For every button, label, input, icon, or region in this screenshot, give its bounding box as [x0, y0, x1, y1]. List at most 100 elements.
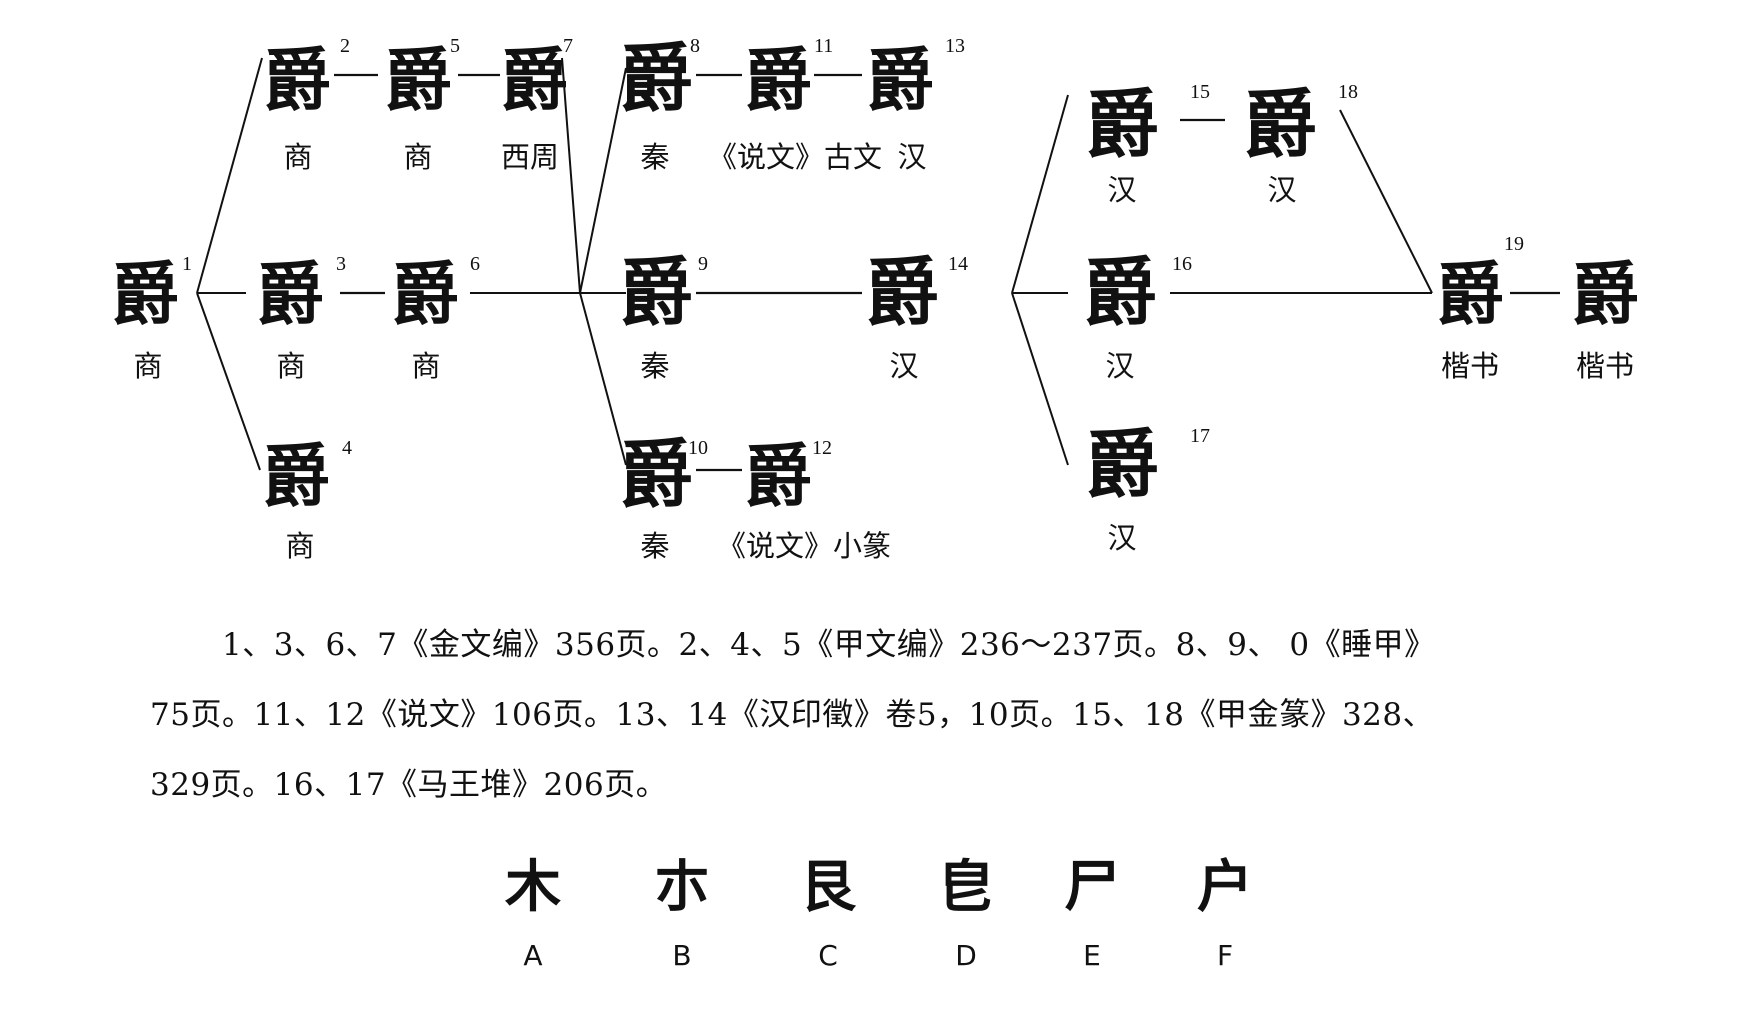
option-c-label: C	[818, 939, 838, 972]
form-5-glyph: 爵	[384, 41, 452, 121]
form-16-era: 汉	[1105, 349, 1134, 383]
form-19-glyph: 爵	[1436, 255, 1504, 335]
form-20: 爵 楷书	[1571, 255, 1639, 383]
form-10: 爵 10 秦	[619, 432, 708, 563]
form-14-glyph: 爵	[865, 250, 939, 336]
option-f: 户 F	[1197, 854, 1253, 972]
connector-lines	[196, 57, 1560, 472]
form-5-era: 商	[403, 140, 432, 174]
form-9: 爵 9 秦	[619, 250, 708, 383]
form-20-glyph: 爵	[1571, 255, 1639, 335]
form-11-number: 11	[814, 35, 833, 57]
form-8: 爵 8 秦	[619, 35, 700, 174]
form-17-glyph: 爵	[1085, 422, 1159, 508]
form-19-number: 19	[1504, 233, 1524, 255]
form-17-number: 17	[1190, 425, 1210, 447]
form-2: 爵 2 商	[263, 35, 350, 174]
form-2-era: 商	[283, 140, 312, 174]
option-c-glyph: 艮	[800, 854, 857, 920]
option-b-glyph: 朩	[654, 854, 710, 920]
form-11-era: 《说文》古文	[708, 140, 882, 174]
form-3-era: 商	[276, 349, 305, 383]
form-20-era: 楷书	[1576, 349, 1634, 383]
form-10-glyph: 爵	[619, 432, 693, 518]
form-15-glyph: 爵	[1085, 82, 1159, 168]
form-1-glyph: 爵	[111, 255, 179, 335]
form-12-glyph: 爵	[744, 437, 812, 517]
source-line-3: 329页。16、17《马王堆》206页。	[150, 767, 668, 803]
form-8-glyph: 爵	[619, 36, 693, 122]
form-18: 爵 18 汉	[1243, 81, 1358, 207]
form-16: 爵 16 汉	[1083, 250, 1192, 383]
form-6-number: 6	[470, 253, 480, 275]
option-d-glyph: 皀	[938, 854, 994, 920]
option-a-label: A	[523, 939, 542, 972]
form-7: 爵 7 西周	[500, 35, 573, 174]
form-6-era: 商	[411, 349, 440, 383]
form-9-era: 秦	[640, 349, 669, 383]
option-e: 尸 E	[1064, 854, 1120, 972]
form-1: 爵 1 商	[111, 253, 192, 383]
form-4-era: 商	[285, 529, 314, 563]
form-17: 爵 17 汉	[1085, 422, 1210, 555]
form-13-number: 13	[945, 35, 965, 57]
form-3-glyph: 爵	[256, 255, 324, 335]
form-1-era: 商	[133, 349, 162, 383]
form-3: 爵 3 商	[256, 253, 346, 383]
form-14: 爵 14 汉	[865, 250, 968, 383]
form-17-era: 汉	[1107, 521, 1136, 555]
option-f-label: F	[1217, 939, 1233, 972]
form-4-number: 4	[342, 437, 352, 459]
form-6-glyph: 爵	[391, 255, 459, 335]
form-18-era: 汉	[1267, 173, 1296, 207]
source-line-2: 75页。11、12《说文》106页。13、14《汉印徵》卷5，10页。15、18…	[150, 697, 1435, 733]
form-7-glyph: 爵	[500, 41, 568, 121]
form-9-glyph: 爵	[619, 250, 693, 336]
form-18-glyph: 爵	[1243, 82, 1317, 168]
form-2-number: 2	[340, 35, 350, 57]
form-15-number: 15	[1190, 81, 1210, 103]
option-a: 木 A	[505, 854, 561, 972]
form-12-number: 12	[812, 437, 832, 459]
form-13: 爵 13 汉	[866, 35, 965, 174]
form-10-era: 秦	[640, 529, 669, 563]
form-2-glyph: 爵	[263, 41, 331, 121]
option-d-label: D	[955, 939, 977, 972]
form-1-number: 1	[182, 253, 192, 275]
form-6: 爵 6 商	[391, 253, 480, 383]
form-4-glyph: 爵	[262, 437, 330, 517]
option-d: 皀 D	[938, 854, 994, 972]
form-7-era: 西周	[501, 140, 559, 174]
form-5-number: 5	[450, 35, 460, 57]
form-14-era: 汉	[889, 349, 918, 383]
form-13-glyph: 爵	[866, 41, 934, 121]
form-13-era: 汉	[897, 140, 926, 174]
form-10-number: 10	[688, 437, 708, 459]
option-f-glyph: 户	[1197, 854, 1253, 920]
source-line-1: 1、3、6、7《金文编》356页。2、4、5《甲文编》236～237页。8、9、…	[222, 627, 1436, 663]
answer-options: 木 A 朩 B 艮 C 皀 D 尸 E 户 F	[505, 854, 1253, 972]
form-12-era: 《说文》小篆	[717, 529, 891, 563]
form-16-number: 16	[1172, 253, 1192, 275]
option-a-glyph: 木	[505, 854, 561, 920]
form-19-era: 楷书	[1441, 349, 1499, 383]
form-18-number: 18	[1338, 81, 1358, 103]
form-9-number: 9	[698, 253, 708, 275]
form-5: 爵 5 商	[384, 35, 460, 174]
form-8-era: 秦	[640, 140, 669, 174]
form-7-number: 7	[563, 35, 573, 57]
form-12: 爵 12 《说文》小篆	[717, 437, 891, 563]
option-c: 艮 C	[800, 854, 857, 972]
option-e-glyph: 尸	[1064, 854, 1120, 920]
form-3-number: 3	[336, 253, 346, 275]
form-19: 爵 19 楷书	[1436, 233, 1524, 383]
form-11: 爵 11 《说文》古文	[708, 35, 882, 174]
option-b: 朩 B	[654, 854, 710, 972]
source-notes: 1、3、6、7《金文编》356页。2、4、5《甲文编》236～237页。8、9、…	[150, 610, 1710, 820]
form-15-era: 汉	[1107, 173, 1136, 207]
form-4: 爵 4 商	[262, 437, 352, 563]
form-11-glyph: 爵	[744, 41, 812, 121]
form-16-glyph: 爵	[1083, 250, 1157, 336]
form-8-number: 8	[690, 35, 700, 57]
